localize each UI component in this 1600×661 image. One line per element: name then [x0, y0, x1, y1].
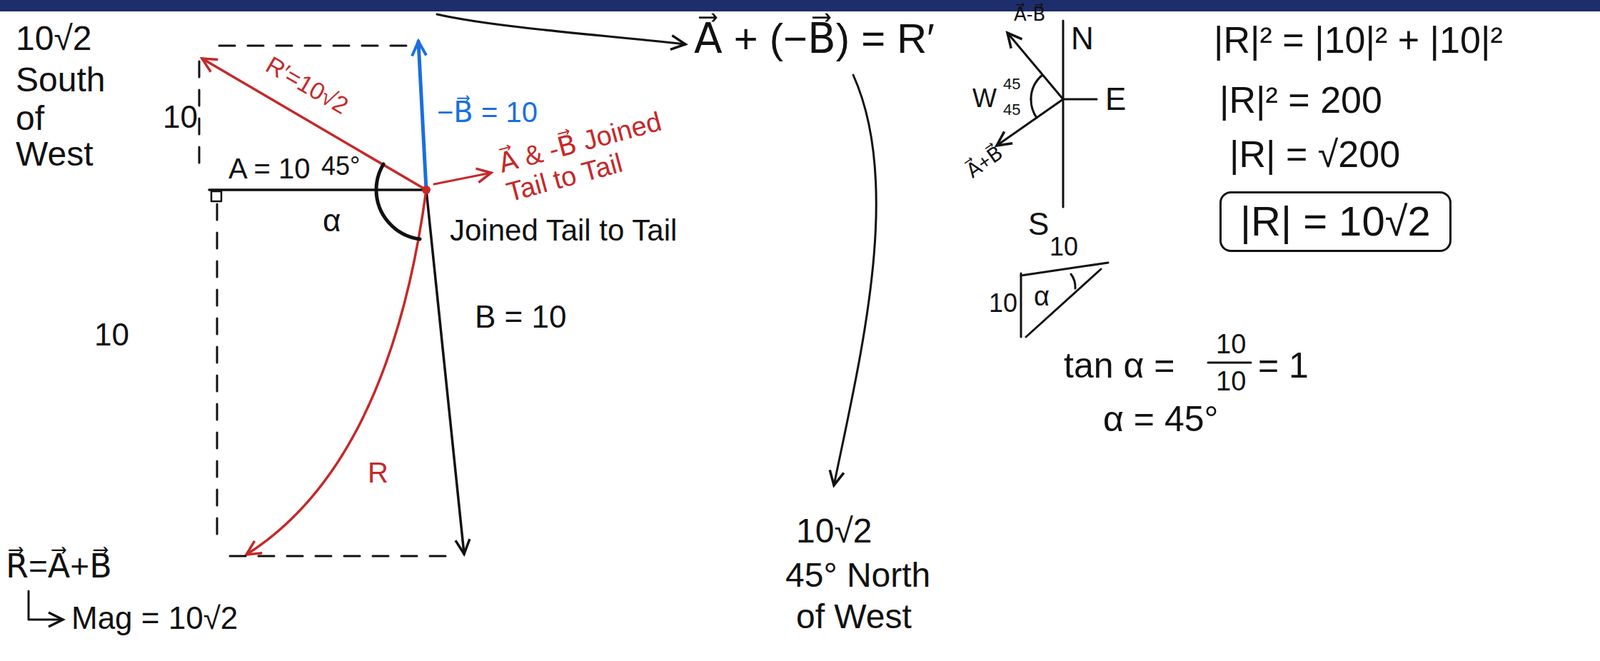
angle-arc: [376, 164, 384, 190]
annotation-text: 10√2: [15, 19, 92, 58]
annotation-text: tan α =: [1063, 346, 1175, 386]
annotation-text: 45: [1003, 101, 1021, 119]
annotation-text: A⃗+B⃗: [962, 142, 1007, 183]
vector-minus-b: [418, 41, 427, 190]
tail-dot: [421, 185, 431, 195]
annotation-text: A⃗ + (−B⃗) = R′: [693, 15, 935, 62]
pointer-arrow: [833, 74, 877, 486]
annotation-text: R⃗=A⃗+B⃗: [5, 548, 113, 585]
annotation-text: Mag = 10√2: [71, 601, 238, 636]
annotation-text: 10: [94, 317, 130, 352]
annotation-text: E: [1105, 82, 1126, 117]
annotation-text: α: [1033, 282, 1050, 313]
annotation-text: 10: [162, 99, 198, 135]
annotation-text: |R|² = 200: [1219, 79, 1383, 121]
annotation-text: West: [15, 135, 93, 174]
annotation-text: South: [15, 61, 105, 100]
pointer-arrow: [28, 591, 63, 620]
result-box: |R| = 10√2: [1219, 191, 1452, 253]
vector-r: [246, 189, 427, 555]
annotation-text: S: [1028, 207, 1049, 242]
angle-arc: [376, 189, 420, 240]
annotation-text: 10: [1215, 329, 1246, 360]
annotation-text: of: [15, 99, 45, 138]
annotation-text: 10√2: [796, 512, 872, 551]
pointer-arrow: [434, 172, 492, 185]
pointer-arrow: [436, 14, 686, 45]
result-text: |R| = 10√2: [1240, 197, 1431, 246]
annotation-text: α = 45°: [1103, 399, 1219, 440]
annotation-text: of West: [796, 598, 912, 637]
annotation-text: 10: [988, 289, 1018, 318]
annotation-text: α: [322, 203, 341, 238]
annotation-text: N: [1070, 21, 1094, 56]
annotation-text: 10: [1049, 232, 1079, 262]
annotation-text: A = 10: [228, 152, 311, 185]
annotation-text: W: [972, 84, 997, 113]
header-band: [0, 0, 1600, 12]
right-angle-mark: [211, 191, 222, 202]
annotation-text: R: [367, 456, 389, 489]
annotation-text: |R|² = |10|² + |10|²: [1213, 19, 1503, 61]
triangle-sketch: [1020, 262, 1109, 337]
annotation-text: B = 10: [474, 299, 567, 335]
annotation-text: 45: [1003, 75, 1021, 93]
annotation-text: 45° North: [785, 556, 931, 595]
annotation-text: R′=10√2: [261, 51, 353, 120]
annotation-text: |R| = √200: [1229, 134, 1401, 175]
annotation-text: −B⃗ = 10: [436, 96, 538, 128]
annotation-text: = 1: [1258, 346, 1309, 386]
vector-a: [209, 188, 427, 192]
fraction-bar: [1208, 361, 1251, 365]
annotation-text: Joined Tail to Tail: [449, 214, 677, 248]
dashed-guides: [199, 45, 450, 557]
annotation-text: 10: [1215, 366, 1246, 397]
annotation-text: A⃗-B⃗: [1013, 4, 1046, 25]
annotation-text: 45°: [321, 152, 360, 181]
compass: [996, 20, 1097, 208]
